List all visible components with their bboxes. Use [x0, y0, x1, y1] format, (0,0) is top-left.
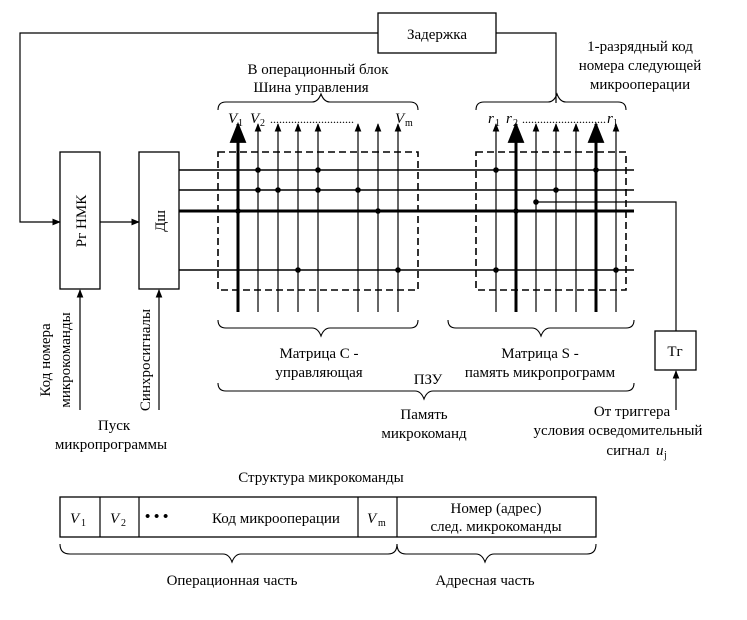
- memory-label-1: Память: [400, 407, 447, 423]
- trigger-block: Тг: [654, 330, 697, 371]
- svg-text:r: r: [607, 111, 613, 127]
- sync-label: Синхросигналы: [138, 309, 154, 411]
- rom-brace: [217, 382, 635, 401]
- trigger-source-label-1: От триггера: [594, 404, 671, 420]
- matrix-s-brace: [447, 319, 635, 338]
- addr-part-label: Адресная часть: [435, 573, 534, 589]
- format-field-v1: V 1: [70, 511, 86, 529]
- svg-text:V: V: [250, 111, 261, 127]
- control-bus-signal-labels: V 1 V 2 ............................ V m: [228, 111, 413, 129]
- matrix-c-brace: [217, 319, 419, 338]
- format-field-address-2: след. микрокоманды: [430, 519, 561, 535]
- trigger-source-label-3: сигнал: [606, 443, 650, 459]
- decoder-label: Дш: [153, 210, 169, 232]
- next-code-label-1: 1-разрядный код: [587, 39, 693, 55]
- to-op-block-label: В операционный блок: [247, 62, 389, 78]
- microcommand-format-box: [59, 496, 597, 538]
- next-address-line: [496, 32, 557, 103]
- svg-text:l: l: [614, 118, 617, 129]
- delay-label: Задержка: [407, 27, 467, 43]
- format-field-address-1: Номер (адрес): [451, 501, 542, 517]
- control-bus-brace: [217, 92, 419, 111]
- matrix-c-label-2: управляющая: [275, 365, 362, 381]
- svg-text:V: V: [70, 511, 81, 527]
- format-field-vm: V m: [367, 511, 386, 529]
- memory-label-2: микрокоманд: [381, 426, 467, 442]
- svg-text:r: r: [488, 111, 494, 127]
- svg-text:1: 1: [238, 118, 243, 129]
- svg-text:1: 1: [81, 518, 86, 529]
- next-code-label-2: номера следующей: [579, 58, 701, 74]
- format-field-dots: • • •: [145, 509, 168, 525]
- svg-text:r: r: [506, 111, 512, 127]
- op-part-label: Операционная часть: [167, 573, 298, 589]
- matrix-c-bit-lines: [229, 121, 402, 312]
- svg-text:............................: ............................: [522, 112, 606, 126]
- svg-text:1: 1: [495, 118, 500, 129]
- svg-text:V: V: [395, 111, 406, 127]
- trigger-label: Тг: [667, 344, 682, 360]
- start-label-2: микропрограммы: [55, 437, 167, 453]
- svg-text:2: 2: [260, 118, 265, 129]
- svg-text:V: V: [110, 511, 121, 527]
- rom-label: ПЗУ: [414, 372, 443, 388]
- decoder-block: Дш: [138, 151, 180, 290]
- format-field-v2: V 2: [110, 511, 126, 529]
- delay-block: Задержка: [377, 12, 497, 54]
- condition-signal-line: [536, 201, 677, 331]
- matrix-s-label-1: Матрица S -: [501, 346, 578, 362]
- svg-text:............................: ............................: [270, 112, 354, 126]
- register-label: Рг НМК: [74, 194, 90, 247]
- control-bus-label: Шина управления: [253, 80, 368, 96]
- feedback-line: [19, 32, 378, 226]
- connection-dots: [235, 167, 619, 273]
- matrix-s-label-2: память микропрограмм: [465, 365, 616, 381]
- svg-text:V: V: [228, 111, 239, 127]
- microop-code-bit-labels: r 1 r 2 ............................ r l: [488, 111, 617, 129]
- next-code-label-3: микрооперации: [590, 77, 690, 93]
- microop-code-brace: [475, 92, 627, 111]
- condition-signal-symbol: u: [656, 443, 664, 459]
- svg-text:m: m: [405, 118, 413, 129]
- structure-title: Структура микрокоманды: [238, 470, 404, 486]
- svg-text:V: V: [367, 511, 378, 527]
- svg-text:m: m: [378, 518, 386, 529]
- start-label-1: Пуск: [98, 418, 131, 434]
- matrix-c-label-1: Матрица С -: [279, 346, 358, 362]
- code-input-label-1: Код номера: [38, 323, 54, 397]
- word-lines: [179, 169, 634, 271]
- op-part-brace: [59, 543, 398, 564]
- condition-signal-subscript: j: [663, 450, 667, 461]
- register-block: Рг НМК: [59, 151, 101, 290]
- matrix-s-bit-lines: [492, 121, 620, 312]
- format-field-op-code: Код микрооперации: [212, 511, 340, 527]
- code-input-label-2: микрокоманды: [58, 312, 74, 407]
- matrix-s-box: [475, 151, 627, 291]
- svg-text:2: 2: [121, 518, 126, 529]
- trigger-source-label-2: условия осведомительный: [534, 423, 703, 439]
- svg-text:2: 2: [513, 118, 518, 129]
- addr-part-brace: [396, 543, 597, 564]
